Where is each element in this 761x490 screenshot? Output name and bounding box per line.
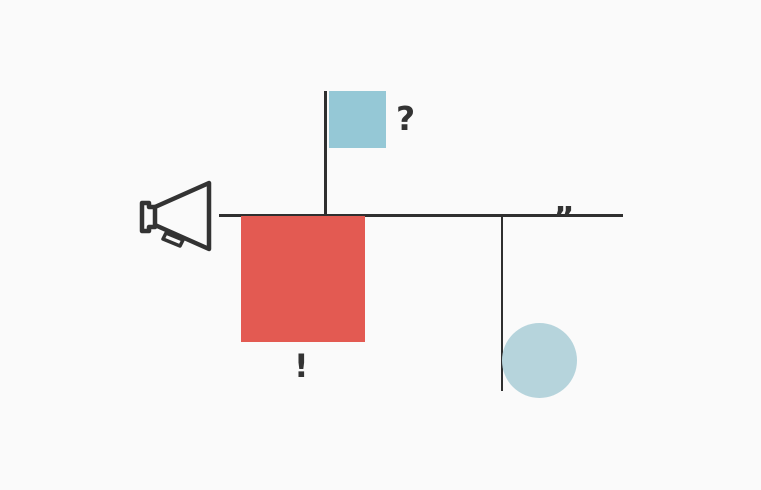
- hanging-string: [501, 216, 503, 391]
- blue-circle: [502, 323, 577, 398]
- red-square: [241, 216, 365, 342]
- megaphone-icon: [139, 180, 212, 252]
- flag-pole: [324, 91, 327, 216]
- blue-flag: [329, 91, 386, 148]
- horizontal-line: [219, 214, 623, 217]
- quotation-mark: „: [554, 182, 576, 220]
- exclamation-mark: !: [294, 347, 309, 385]
- question-mark: ?: [396, 99, 416, 138]
